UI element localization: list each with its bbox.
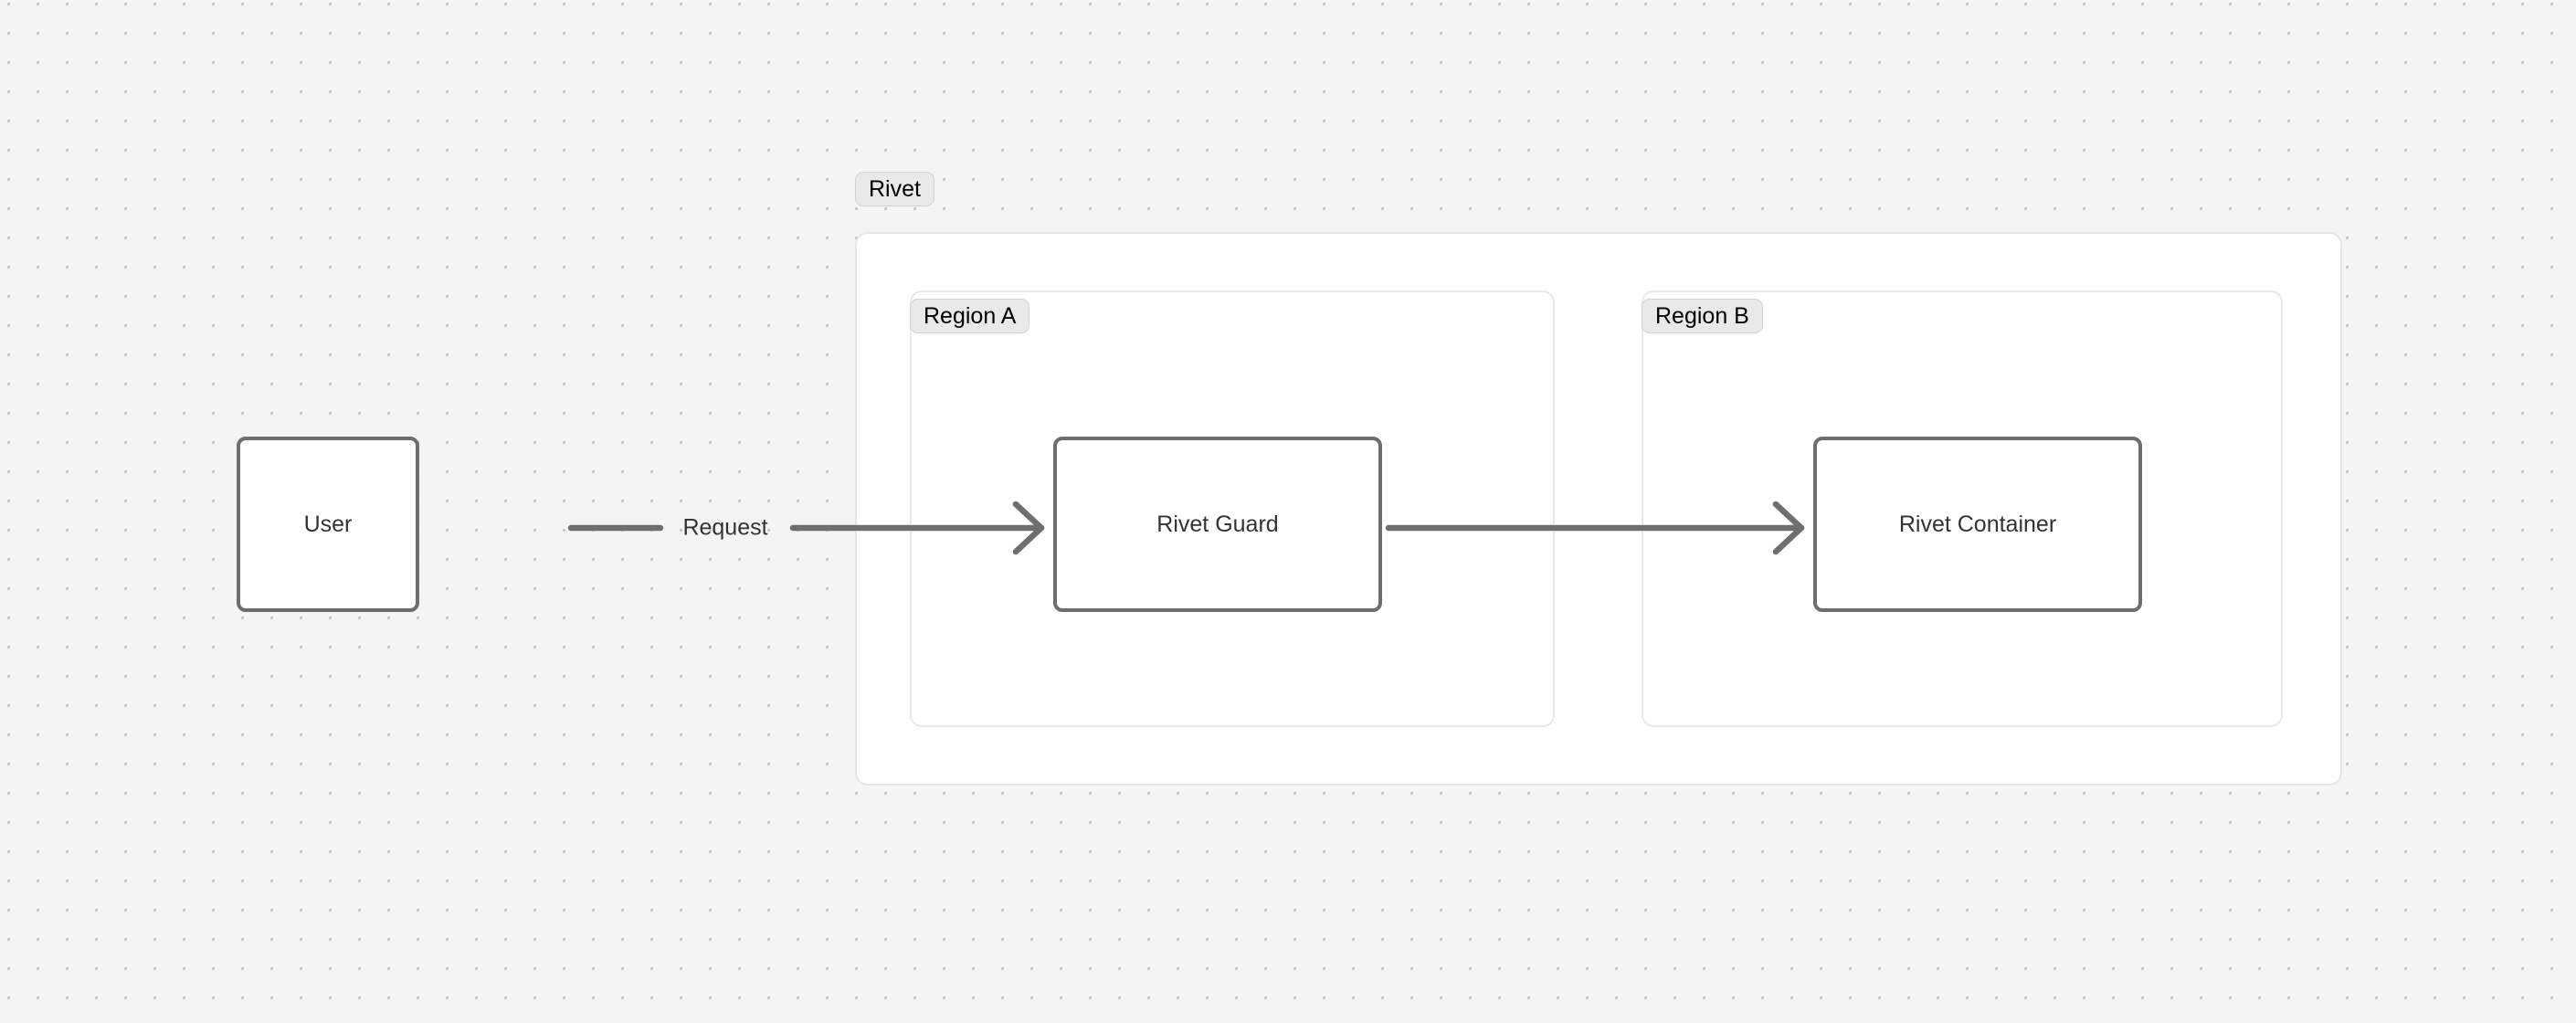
node-rivet-container-label: Rivet Container <box>1898 511 2057 537</box>
node-user[interactable]: User <box>237 437 419 612</box>
group-label-region-a[interactable]: Region A <box>910 299 1030 333</box>
group-label-region-b[interactable]: Region B <box>1642 299 1763 333</box>
node-rivet-guard-label: Rivet Guard <box>1156 511 1279 537</box>
node-rivet-guard[interactable]: Rivet Guard <box>1053 437 1382 612</box>
edge-label-request: Request <box>682 514 768 541</box>
group-label-rivet[interactable]: Rivet <box>855 172 934 206</box>
node-user-label: User <box>303 511 353 537</box>
node-rivet-container[interactable]: Rivet Container <box>1813 437 2142 612</box>
